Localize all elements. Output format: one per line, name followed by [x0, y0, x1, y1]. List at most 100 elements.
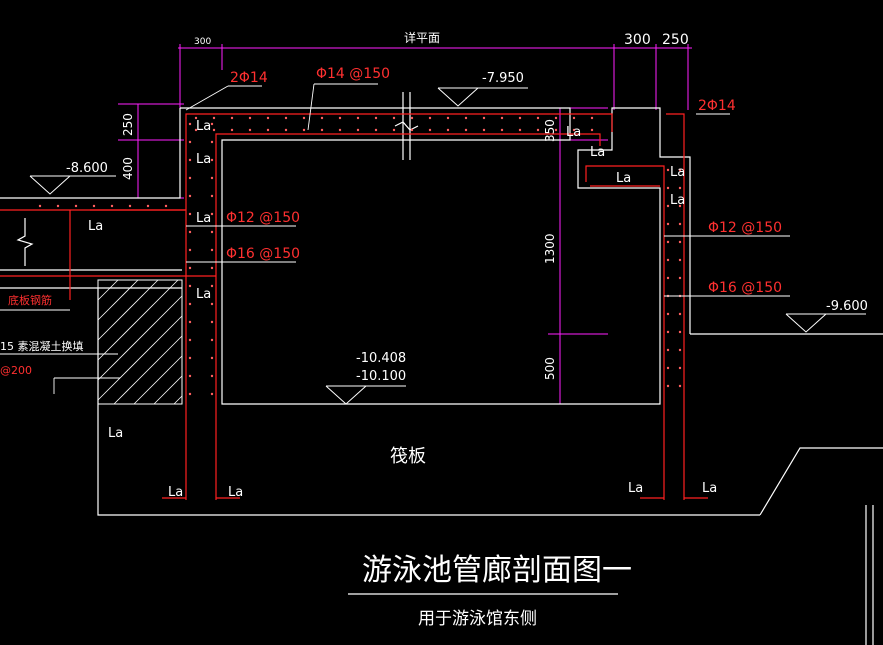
rebar-dot [320, 116, 324, 120]
rebar-dot [590, 116, 594, 120]
rebar-dot [210, 158, 214, 162]
rebar-dot [188, 284, 192, 288]
rebar-right-wall-lower: Φ16 @150 [708, 280, 782, 296]
rebar-dot [678, 366, 682, 370]
rebar-dot [302, 128, 306, 132]
structure-outline [0, 92, 883, 645]
rebar-dot [666, 312, 670, 316]
rebar-dot [110, 204, 114, 208]
rebar-dot [210, 284, 214, 288]
la-label: La [616, 171, 631, 186]
rebar-dot [482, 128, 486, 132]
la-label: La [88, 219, 103, 234]
dim-left-250: 250 [121, 113, 135, 136]
dim-top-detail: 详平面 [404, 30, 440, 45]
dim-right-500: 500 [543, 357, 557, 380]
drawing-title: 游泳池管廊剖面图一 [362, 553, 632, 588]
rebar-dot [374, 128, 378, 132]
rebar-dot [392, 128, 396, 132]
rebar-dot [572, 116, 576, 120]
rebar-dot [410, 116, 414, 120]
rebar-dot [210, 176, 214, 180]
rebar-top-left: 2Φ14 [230, 70, 268, 86]
la-label: La [196, 152, 211, 167]
rebar-dot [678, 348, 682, 352]
rebar-dot [678, 186, 682, 190]
rebar-dot [146, 204, 150, 208]
rebar-left-wall-upper: Φ12 @150 [226, 210, 300, 226]
rebar-dot [374, 116, 378, 120]
note-floor-rebar: 底板钢筋 [8, 293, 52, 307]
rebar-dot [284, 128, 288, 132]
la-label: La [702, 481, 717, 496]
rebar-dot [666, 204, 670, 208]
rebar-dot [188, 230, 192, 234]
rebar-dot [210, 392, 214, 396]
rebar-dot [356, 128, 360, 132]
rebar-dot [536, 128, 540, 132]
rebar-dot [678, 204, 682, 208]
rebar-dot [74, 204, 78, 208]
rebar-dot [678, 222, 682, 226]
rebar-dot [188, 356, 192, 360]
dim-top-250-right: 250 [662, 32, 689, 48]
rebar-dot [666, 258, 670, 262]
rebar-dot [210, 194, 214, 198]
note-concrete-fill: 15 素混凝土换填 [0, 339, 84, 353]
rebar-lines [0, 113, 708, 500]
rebar-dot [678, 276, 682, 280]
la-label: La [108, 426, 123, 441]
rebar-dot [212, 128, 216, 132]
rebar-dot [572, 128, 576, 132]
rebar-dot [518, 116, 522, 120]
dim-right-350: 350 [543, 119, 557, 142]
rebar-dot [188, 302, 192, 306]
rebar-dot [428, 116, 432, 120]
la-label: La [670, 193, 685, 208]
rebar-dot [666, 186, 670, 190]
rebar-dot [536, 116, 540, 120]
la-label: La [566, 125, 581, 140]
rebar-dot [194, 128, 198, 132]
rebar-dot [188, 374, 192, 378]
rebar-dot [188, 266, 192, 270]
rebar-dot [678, 384, 682, 388]
rebar-dot [338, 116, 342, 120]
rebar-dot [210, 212, 214, 216]
rebar-dot [464, 116, 468, 120]
rebar-dot [410, 128, 414, 132]
la-label: La [628, 481, 643, 496]
rebar-dot [210, 122, 214, 126]
la-label: La [196, 211, 211, 226]
dim-left-400: 400 [121, 157, 135, 180]
rebar-dot [446, 128, 450, 132]
rebar-top-right: 2Φ14 [698, 98, 736, 114]
rebar-dot [230, 128, 234, 132]
rebar-dot [392, 116, 396, 120]
elev-bottom-a: -10.408 [356, 351, 406, 366]
rebar-texts: 2Φ14 Φ14 @150 2Φ14 Φ12 @150 Φ16 @150 Φ12… [226, 66, 782, 296]
rebar-dot [188, 392, 192, 396]
rebar-dot [248, 128, 252, 132]
rebar-dot [164, 204, 168, 208]
rebar-dot [500, 116, 504, 120]
leader-lines [0, 83, 790, 394]
rebar-dot [210, 338, 214, 342]
rebar-dot [210, 248, 214, 252]
rebar-dot [230, 116, 234, 120]
rebar-dot [210, 320, 214, 324]
elev-top: -7.950 [482, 71, 524, 86]
rebar-dot [188, 176, 192, 180]
rebar-dot [212, 116, 216, 120]
note-spacing: @200 [0, 364, 32, 377]
la-labels: La La La La La La La La La La La La La L… [88, 119, 717, 500]
rebar-dot [666, 240, 670, 244]
raft-label: 筏板 [390, 446, 426, 467]
rebar-dot [210, 266, 214, 270]
rebar-top-slab: Φ14 @150 [316, 66, 390, 82]
rebar-right-wall-upper: Φ12 @150 [708, 220, 782, 236]
rebar-dot [482, 116, 486, 120]
elev-right: -9.600 [826, 299, 868, 314]
rebar-dot [500, 128, 504, 132]
elev-bottom-b: -10.100 [356, 369, 406, 384]
